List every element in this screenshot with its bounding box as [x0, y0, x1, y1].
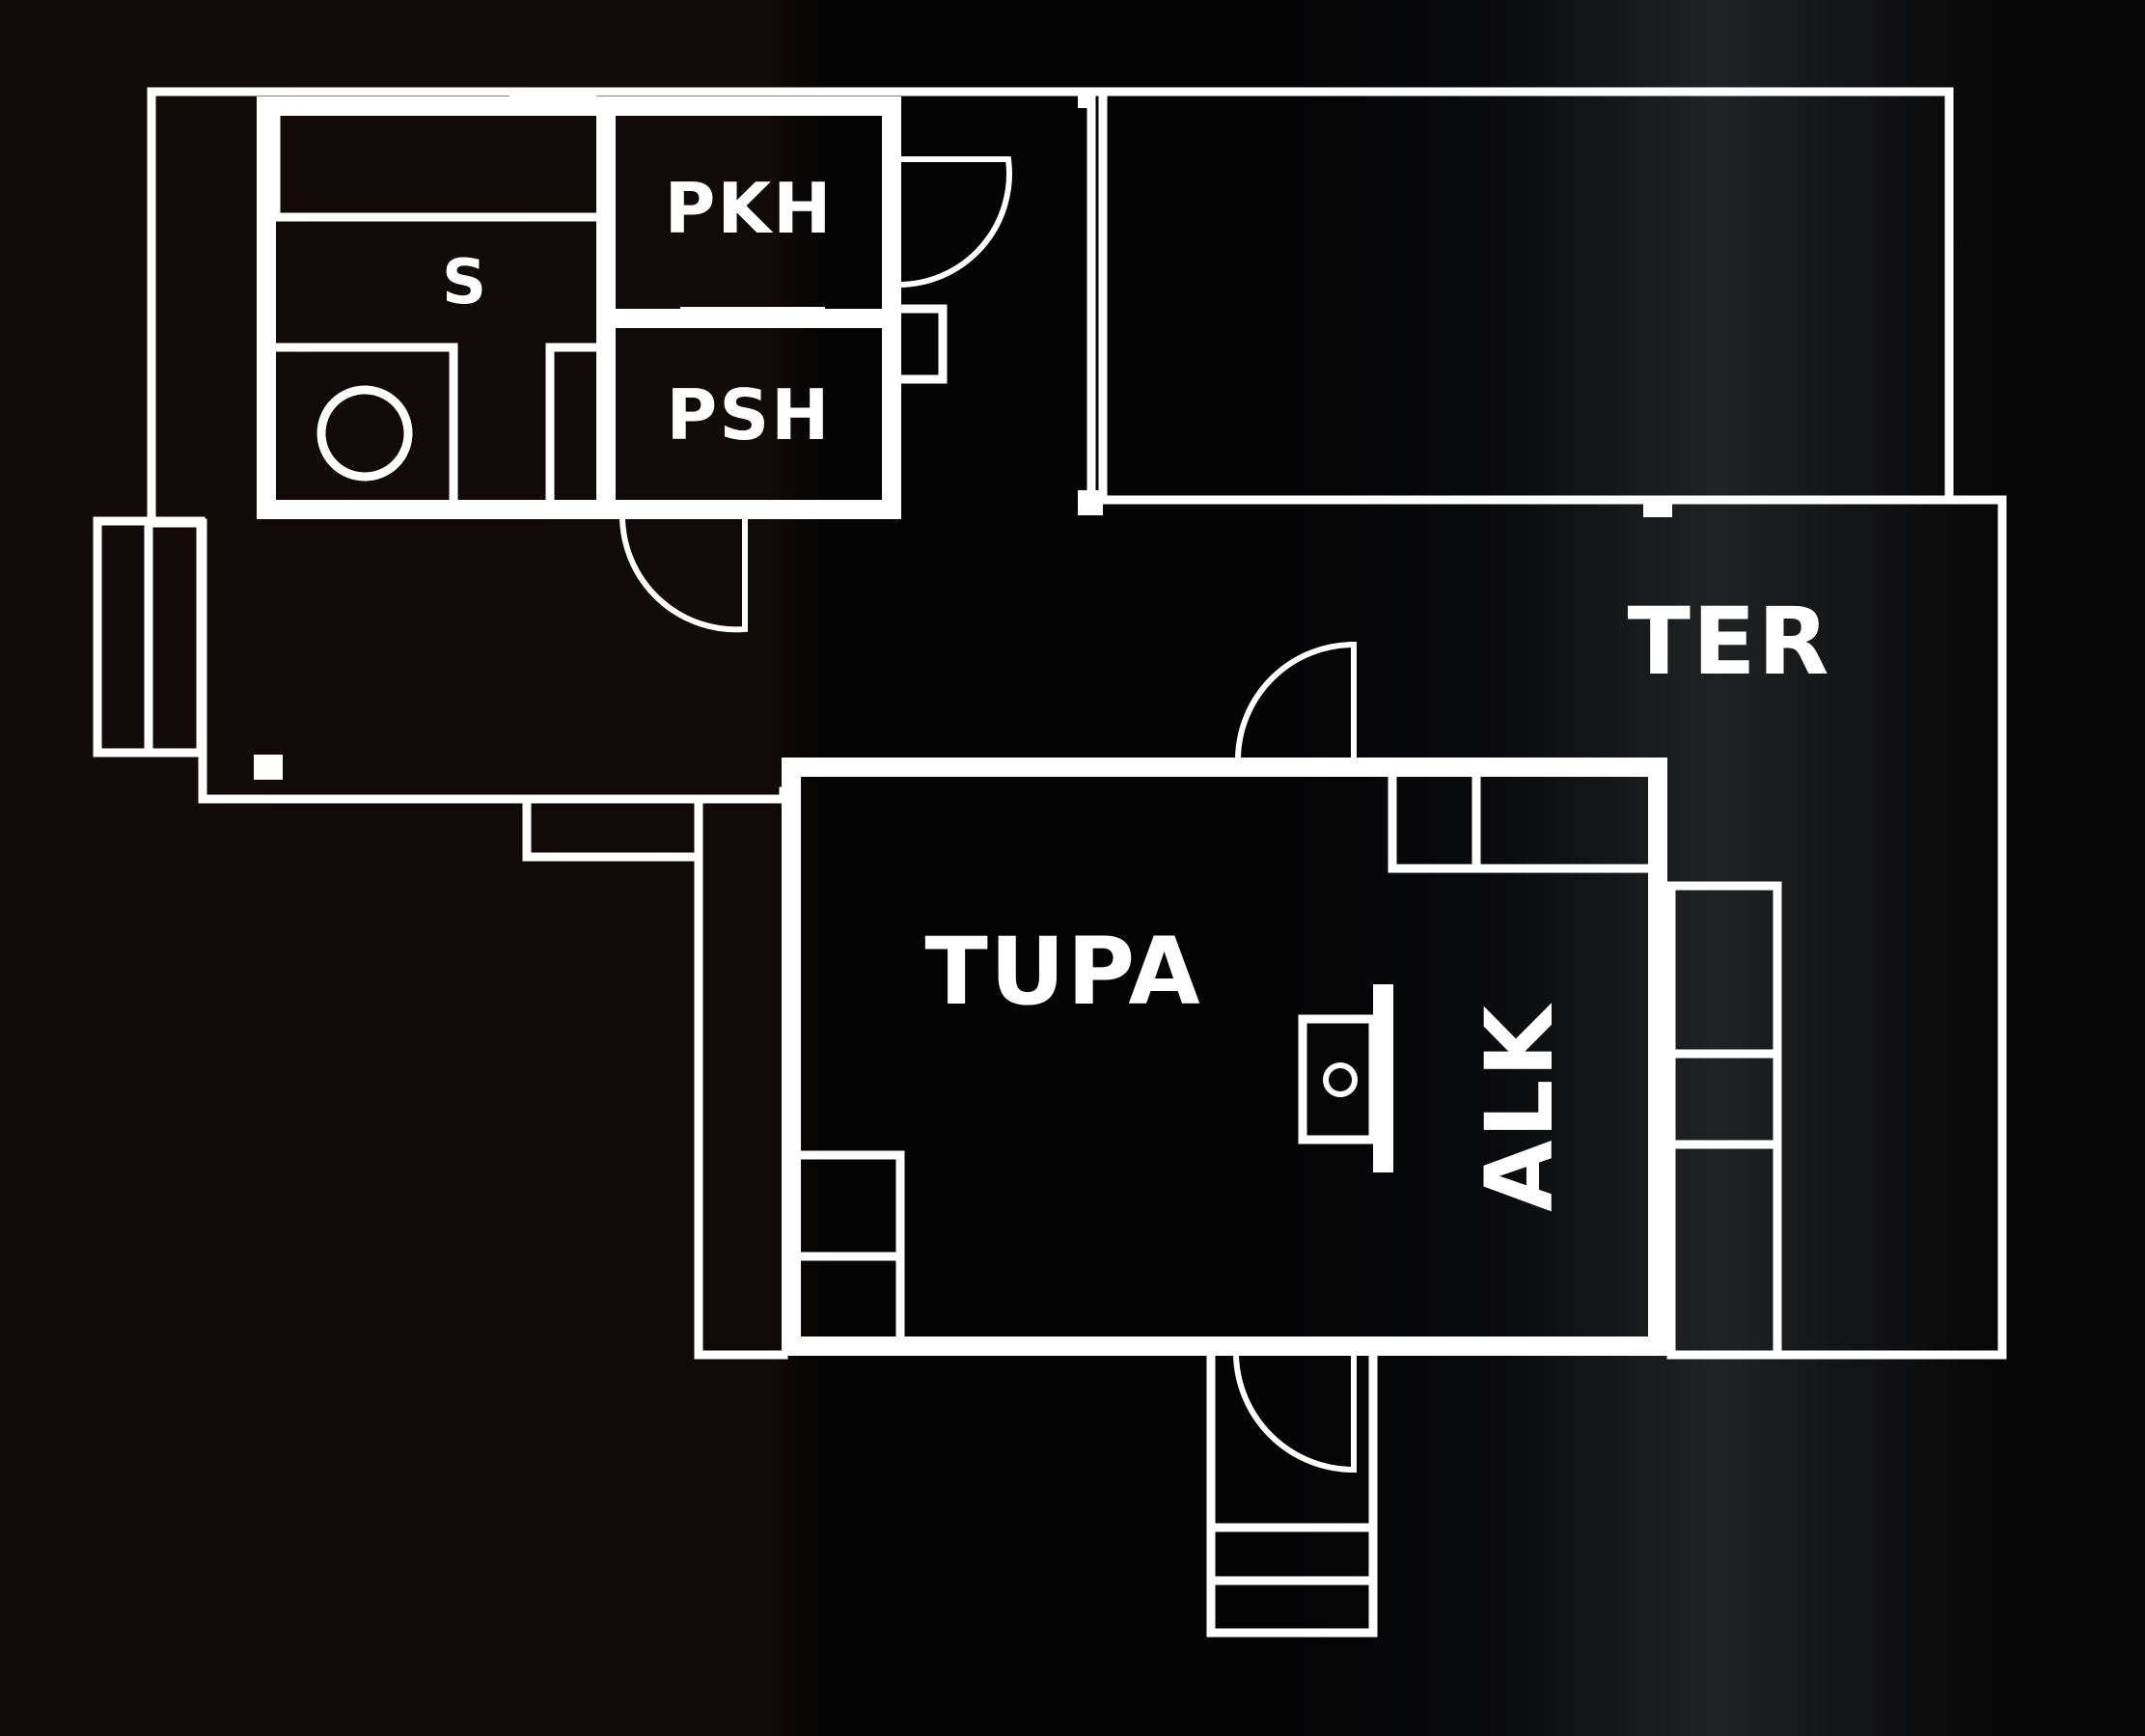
psh-door-swing-icon [619, 515, 748, 633]
fireplace [1298, 1014, 1378, 1144]
room-label-living-room: TUPA [924, 918, 1201, 1026]
room-label-sauna: S [442, 247, 488, 318]
sauna-bench-lower [545, 343, 601, 505]
terrace-bench [1666, 881, 1782, 1360]
main-door-swing-icon [1235, 641, 1357, 758]
north-wall [1080, 87, 1954, 499]
canopy [1098, 87, 2007, 505]
room-label-alcove: ALK [1466, 1002, 1574, 1211]
west-step [522, 794, 703, 862]
west-cabinet [796, 1150, 905, 1341]
sauna-building [93, 87, 1954, 804]
south-door-swing-icon [1233, 1355, 1357, 1474]
pkh-psh-sliding-door [680, 307, 825, 315]
sauna-stove-icon [316, 385, 413, 482]
room-label-washroom: PSH [667, 374, 832, 455]
kitchen-counter [1388, 772, 1653, 873]
terrace-post [1643, 500, 1672, 517]
pkh-door-swing-icon [896, 156, 1012, 289]
fireplace-icon [1323, 1062, 1358, 1097]
post-west [254, 755, 283, 780]
terrace [1098, 495, 2007, 1360]
fireplace-wall [1373, 984, 1393, 1172]
west-deck-outline [198, 786, 788, 1360]
post-north [1078, 95, 1091, 108]
sauna-stove-enclosure [271, 343, 458, 505]
sauna-bench-upper [271, 111, 601, 222]
sauna-block-wall [257, 96, 901, 519]
cottage [782, 758, 1667, 1638]
west-deck [198, 786, 788, 1360]
south-steps [1206, 1351, 1378, 1638]
sauna-building-outer-wall [147, 87, 1089, 804]
cottage-wall [782, 758, 1667, 1356]
canopy-outline [1098, 87, 2007, 505]
room-label-terrace: TER [1628, 588, 1831, 696]
terrace-outline [1098, 495, 2007, 1360]
psh-shelf [893, 304, 948, 384]
room-label-dressing-room: PKH [665, 168, 834, 249]
